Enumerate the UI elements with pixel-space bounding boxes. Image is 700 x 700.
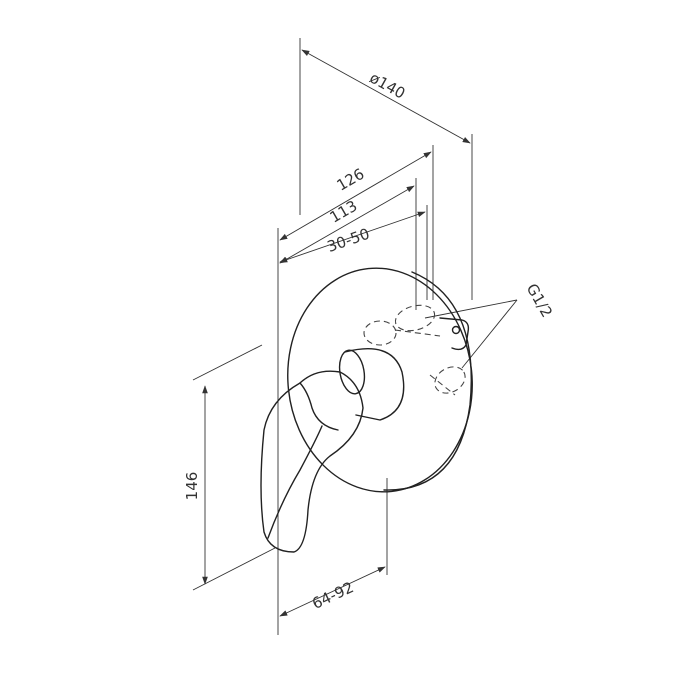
label-113: 113 [327, 197, 361, 227]
mounting-tab [439, 317, 470, 351]
dim-line-126 [279, 151, 432, 241]
label-146: 146 [183, 472, 201, 501]
label-thread: G1/2 [523, 281, 556, 321]
mixer-illustration [260, 267, 473, 553]
dimension-lines [202, 49, 518, 617]
leader-g12-b [461, 299, 518, 369]
g12-connection-top [394, 304, 436, 332]
g12-connection-side [434, 366, 466, 394]
cartridge-body [344, 348, 405, 421]
lever-handle [260, 370, 364, 553]
dim-line-diameter [301, 49, 471, 144]
dim-line-30-50 [279, 211, 426, 263]
label-64-92: 64-92 [309, 578, 356, 613]
wall-plate [287, 267, 473, 493]
leader-g12-a [424, 299, 518, 319]
label-126: 126 [334, 165, 368, 195]
label-30-50: 30-50 [325, 225, 372, 256]
extension-lines [192, 38, 473, 635]
dim-line-64-92 [279, 566, 386, 617]
